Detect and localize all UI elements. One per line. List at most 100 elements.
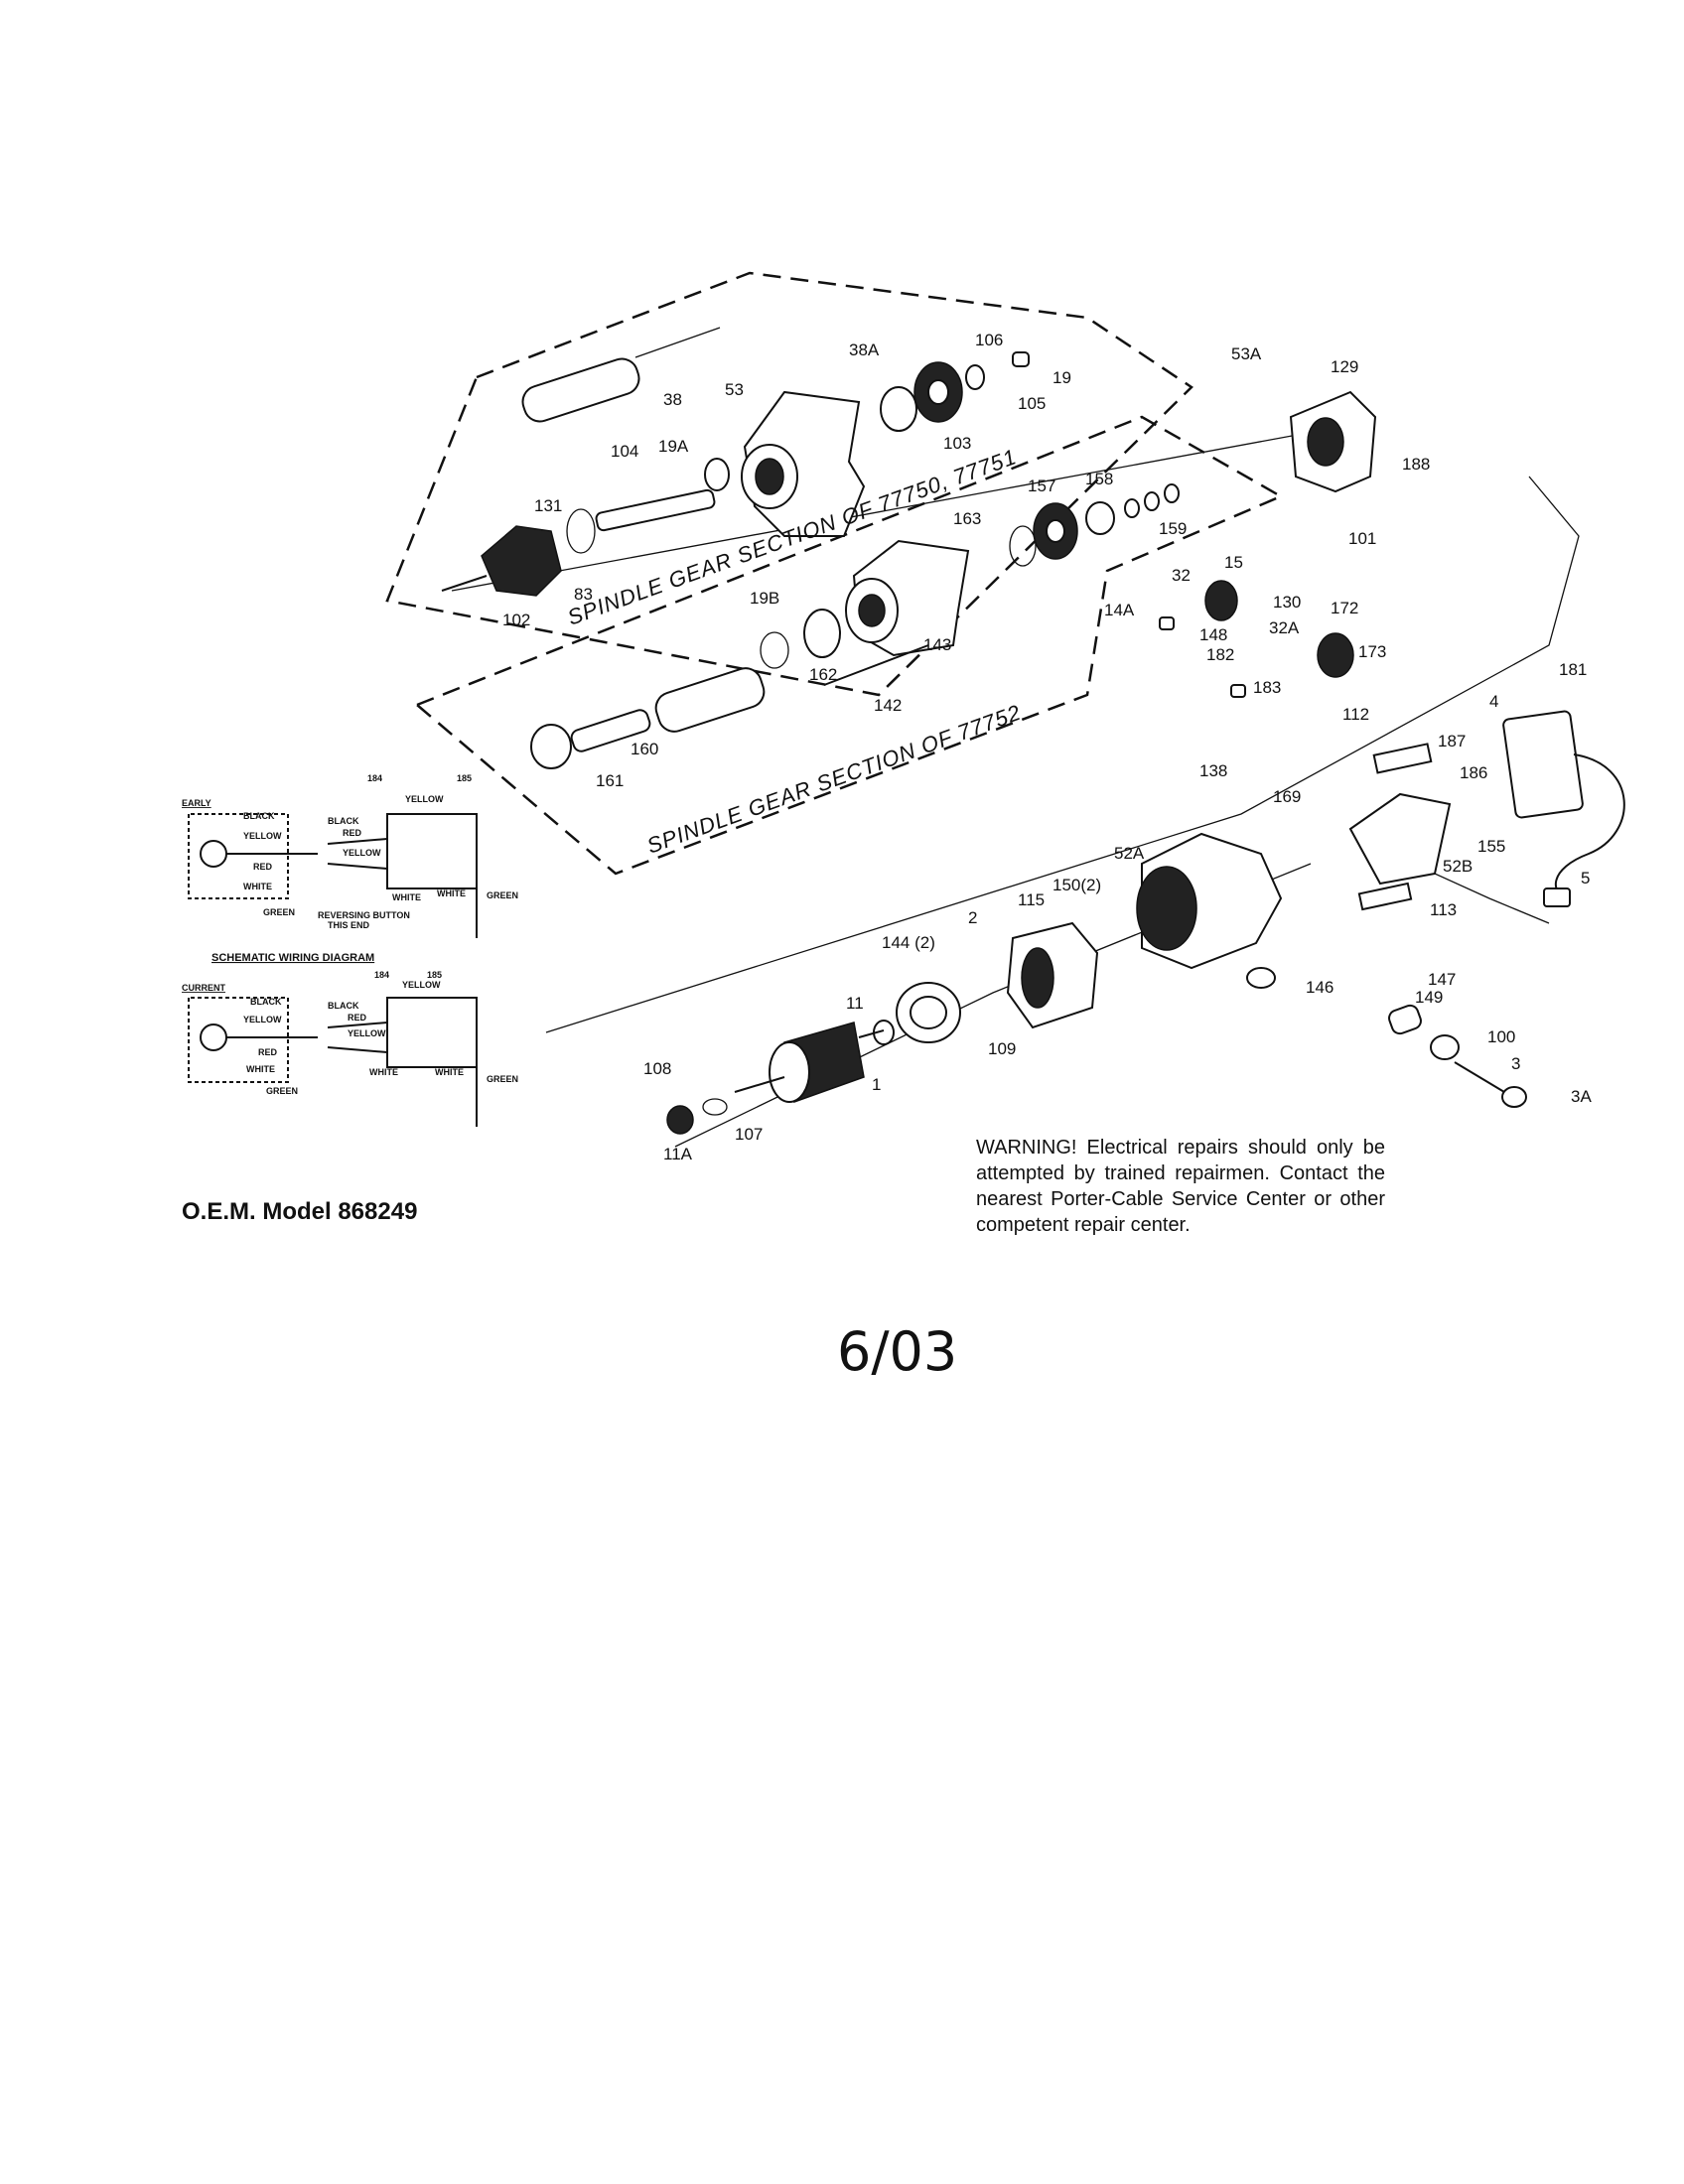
part-label: 4 (1489, 692, 1498, 711)
part-label: 101 (1348, 529, 1376, 548)
gear-38A-lower (1033, 502, 1078, 560)
shaft-38-upper-spindle (595, 488, 716, 532)
current-title: CURRENT (182, 983, 226, 993)
field-2 (1006, 921, 1099, 1029)
motor-housing-52A (1136, 832, 1283, 970)
spring-3 (1454, 1061, 1505, 1093)
wire-label-black: BLACK (243, 811, 275, 821)
part-label: 19A (658, 437, 689, 456)
part-label: 187 (1438, 732, 1466, 751)
wire-label-yellow-switch-c: YELLOW (348, 1028, 386, 1038)
part-label: 155 (1477, 837, 1505, 856)
wire-label-black-switch: BLACK (328, 816, 359, 826)
ring-162 (760, 631, 789, 669)
wire-label-white-2: WHITE (437, 888, 466, 898)
gear-housing-53 (741, 390, 866, 537)
part-label: 52A (1114, 844, 1145, 863)
pin-102 (441, 575, 488, 592)
part-label: 129 (1331, 357, 1358, 376)
part-label: 32 (1172, 566, 1191, 585)
wire-label-yellow-top-c: YELLOW (402, 980, 441, 990)
plate-112-top (1372, 743, 1433, 774)
wire-label-white: WHITE (243, 882, 272, 891)
washer-146 (1246, 967, 1276, 989)
part-label: 108 (643, 1059, 671, 1078)
armature-1 (734, 1022, 885, 1104)
part-label: 105 (1018, 394, 1046, 413)
part-label: 147 (1428, 970, 1456, 989)
collar-161 (530, 724, 572, 769)
part-label: 53 (725, 380, 744, 399)
electrical-warning: WARNING! Electrical repairs should only … (976, 1137, 1385, 1236)
part-label: 172 (1331, 599, 1358, 617)
part-label: 106 (975, 331, 1003, 349)
wire-label-green-c: GREEN (266, 1086, 298, 1096)
ref-184-c: 184 (374, 970, 389, 980)
part-label: 162 (809, 665, 837, 684)
part-labels: 38 38A 106 19 105 103 53 104 19A 131 83 … (502, 331, 1592, 1163)
switch-box-181 (1502, 710, 1625, 899)
part-label: 100 (1487, 1027, 1515, 1046)
handle-52B (1348, 792, 1452, 886)
part-label: 102 (502, 611, 530, 629)
wire-label-yellow-c: YELLOW (243, 1015, 282, 1024)
washer-105 (965, 364, 985, 390)
ring-163 (1009, 525, 1037, 567)
part-label: 15 (1224, 553, 1243, 572)
ref-185: 185 (457, 773, 472, 783)
wire-label-black-c: BLACK (250, 997, 282, 1007)
part-label: 3A (1571, 1087, 1592, 1106)
part-label: 11A (663, 1145, 693, 1163)
part-label: 11 (846, 994, 864, 1013)
part-label: 169 (1273, 787, 1301, 806)
wire-label-white-1: WHITE (392, 892, 421, 902)
brush-100 (1430, 1034, 1460, 1060)
part-label: 53A (1231, 344, 1262, 363)
part-label: 1 (872, 1075, 881, 1094)
part-label: 181 (1559, 660, 1587, 679)
wire-label-black-switch-c: BLACK (328, 1001, 359, 1011)
chuck-83 (481, 525, 562, 597)
part-label: 183 (1253, 678, 1281, 697)
part-label: 130 (1273, 593, 1301, 612)
part-label: 14A (1104, 601, 1135, 619)
part-label: 2 (968, 908, 977, 927)
wire-label-red-switch: RED (343, 828, 362, 838)
wire-label-white-1-c: WHITE (369, 1067, 398, 1077)
part-label: 150(2) (1052, 876, 1101, 894)
part-label: 32A (1269, 618, 1300, 637)
part-label: 161 (596, 771, 624, 790)
retaining-ring-131 (566, 508, 596, 554)
bushings-14A (1159, 616, 1246, 698)
part-label: 157 (1028, 477, 1055, 495)
reversing-note-2: THIS END (328, 920, 370, 930)
wire-label-red: RED (253, 862, 273, 872)
bearing-103 (880, 386, 917, 432)
schematic-title: SCHEMATIC WIRING DIAGRAM (211, 952, 374, 964)
revision-date: 6/03 (837, 1320, 958, 1383)
part-label: 107 (735, 1125, 763, 1144)
part-label: 19B (750, 589, 779, 608)
part-label: 142 (874, 696, 902, 715)
part-label: 3 (1511, 1054, 1520, 1073)
ref-184: 184 (367, 773, 382, 783)
part-label: 83 (574, 585, 593, 604)
baffle-109 (896, 982, 961, 1043)
wire-label-yellow-top: YELLOW (405, 794, 444, 804)
part-label: 163 (953, 509, 981, 528)
part-label: 173 (1358, 642, 1386, 661)
assembly-line-upper (451, 426, 1341, 592)
part-label: 19 (1052, 368, 1071, 387)
gear-32 (1204, 580, 1238, 621)
brush-holder-38 (1388, 1004, 1422, 1035)
gear-32A (1317, 632, 1354, 678)
wire-label-white-2-c: WHITE (435, 1067, 464, 1077)
shaft-160 (570, 709, 651, 752)
washers-158-159 (1124, 483, 1180, 518)
part-label: 103 (943, 434, 971, 453)
spindle-38-lower (654, 667, 766, 733)
wire-label-green-plug-c: GREEN (487, 1074, 518, 1084)
part-label: 115 (1018, 890, 1045, 909)
gear-housing-53-lower (845, 539, 970, 657)
